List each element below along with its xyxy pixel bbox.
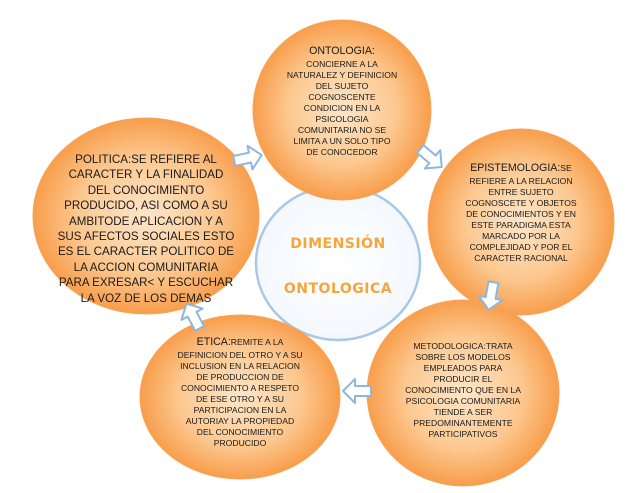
etica-line: INCLUSION EN LA RELACION (180, 360, 300, 371)
etica-text: ETICA:REMITE A LA DEFINICION DEL OTRO Y … (160, 336, 320, 449)
politica-line: POLITICA:SE REFIERE AL (75, 153, 217, 166)
ontologia-line: LIMITA A UN SOLO TIPO (293, 135, 391, 146)
epistemologia-line: COMPLEJIDAD Y POR EL (469, 241, 573, 252)
politica-text: POLITICA:SE REFIERE AL CARACTER Y LA FIN… (36, 152, 256, 306)
etica-line: DE PRODUCCION DE (196, 371, 284, 382)
epistemologia-text: EPISTEMOLOGIA:SE REFIERE A LA RELACION E… (446, 162, 596, 264)
etica-heading-suffix: REMITE A LA (230, 337, 284, 347)
epistemologia-line: MARCADO POR LA (482, 230, 560, 241)
politica-line: DEL CONOCIMIENTO (87, 183, 205, 197)
arrow-politica-to-ontologia-icon (232, 144, 263, 171)
metodologica-line: EMPLEADOS PARA (423, 363, 503, 373)
ontologia-line: COGNOSCENTE (308, 91, 376, 102)
metodologica-line: PREDOMINANTEMENTE (413, 418, 513, 428)
center-circle (254, 184, 422, 342)
epistemologia-line: ESTE PARADIGMA ESTA (471, 219, 571, 230)
ontologia-line: CONDICION EN LA (303, 102, 381, 113)
ontologia-line: DEL SUJETO (315, 80, 369, 91)
ontologia-line: DE CONOCEDOR (306, 146, 378, 157)
epistemologia-heading: EPISTEMOLOGIA: (470, 162, 561, 174)
metodologica-heading: METODOLOGICA:TRATA (413, 341, 513, 351)
metodologica-line: TIENDE A SER (433, 407, 493, 417)
ontologia-heading: ONTOLOGIA: (309, 45, 375, 57)
arrow-epistemologia-to-metodologica-icon (477, 280, 504, 311)
politica-line: PRODUCIDO, ASI COMO A SU (64, 199, 228, 213)
etica-line: DE ESE OTRO Y A SU (195, 393, 285, 404)
metodologica-line: PRODUCIR EL (433, 374, 493, 384)
metodologica-text: METODOLOGICA:TRATA SOBRE LOS MODELOS EMP… (384, 341, 542, 440)
arrow-ontologia-to-epistemologia-icon (416, 144, 443, 170)
politica-line: PARA EXRESAR< Y ESCUCHAR (58, 276, 234, 290)
epistemologia-line: COGNOSCETE Y OBJETOS (465, 197, 577, 208)
politica-line: LA ACCION COMUNITARIA (73, 260, 219, 274)
etica-line: DEL CONOCIMIENTO (196, 426, 284, 437)
arrow-metodologica-to-etica-icon (342, 378, 372, 404)
epistemologia-line: CARACTER RACIONAL (474, 252, 568, 263)
etica-line: DEFINICION DEL OTRO Y A SU (177, 349, 303, 360)
epistemologia-line: ENTRE SUJETO (488, 186, 554, 197)
politica-circle (32, 117, 260, 315)
metodologica-line: PSICOLOGIA COMUNITARIA (405, 396, 521, 406)
metodologica-line: PARTICIPATIVOS (428, 429, 498, 439)
politica-line: LA VOZ DE LOS DEMAS (80, 291, 212, 305)
ontologia-line: NATURALEZ Y DEFINICION (286, 69, 398, 80)
politica-line: CARACTER Y LA FINALIDAD (68, 168, 224, 182)
metodologica-line: SOBRE LOS MODELOS (415, 352, 511, 362)
center-title-line1: DIMENSIÓN (290, 236, 386, 252)
ontologia-line: CONCIERNE A LA (306, 58, 378, 69)
ontologia-circle (252, 19, 432, 201)
politica-line: ES EL CARACTER POLITICO DE (57, 245, 235, 259)
epistemologia-heading-suffix: SE (560, 163, 572, 173)
etica-line: AUTORIAY LA PROPIEDAD (185, 415, 295, 426)
ontologia-line: COMUNITARIA NO SE (297, 124, 387, 135)
center-title-line2: ONTOLOGICA (283, 281, 393, 297)
epistemologia-line: REFIERE A LA RELACION (469, 175, 573, 186)
ontologia-text: ONTOLOGIA: CONCIERNE A LA NATURALEZ Y DE… (267, 45, 417, 158)
epistemologia-circle (427, 128, 615, 316)
etica-line: CONOCIMIENTO A RESPETO (180, 382, 300, 393)
arrow-etica-to-politica-icon (180, 302, 205, 332)
etica-heading: ETICA: (196, 336, 231, 348)
etica-circle (139, 314, 341, 480)
ontologia-line: PSICOLOGIA (315, 113, 369, 124)
etica-line: PRODUCIDO (213, 437, 267, 448)
epistemologia-line: DE CONOCIMIENTOS Y EN (466, 208, 576, 219)
metodologica-line: CONOCIMIENTO QUE EN LA (405, 385, 521, 395)
politica-line: SUS AFECTOS SOCIALES ESTO (57, 230, 235, 244)
etica-line: PARTICIPACION EN LA (193, 404, 287, 415)
politica-line: AMBITODE APLICACION Y A (69, 214, 223, 228)
